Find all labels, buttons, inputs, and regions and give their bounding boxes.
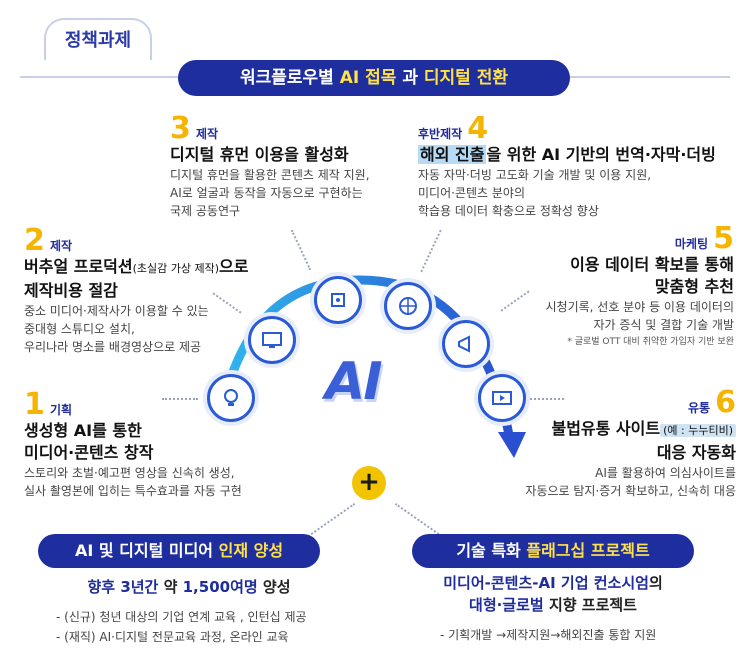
item-2-title-1a: 버추얼 프로덕션 xyxy=(24,257,133,276)
item-4-category: 후반제작 xyxy=(418,127,463,141)
item-6-desc-2: 자동으로 탐지·증거 확보하고, 신속히 대응 xyxy=(525,484,736,498)
monitor-icon xyxy=(248,316,296,364)
item-6-title-2: 대응 자동화 xyxy=(656,443,736,462)
item-4-desc-3: 학습용 데이터 확충으로 정확성 향상 xyxy=(418,204,599,218)
item-5-note: * 글로벌 OTT 대비 취약한 가입자 기반 보완 xyxy=(567,337,734,347)
item-2-desc-2: 중대형 스튜디오 설치, xyxy=(24,322,135,336)
item-3-title: 디지털 휴먼 이용을 활성화 xyxy=(170,145,349,164)
item-5-category: 마케팅 xyxy=(674,237,709,251)
item-5-desc-2: 자가 증식 및 결합 기술 개발 xyxy=(593,318,734,332)
flagship-sub-1-post: 의 xyxy=(648,574,663,592)
plus-connector-left xyxy=(304,502,356,540)
center-ai-label: AI xyxy=(325,352,383,412)
item-4-desc-1: 자동 자막·더빙 고도화 기술 개발 및 이용 지원, xyxy=(418,168,652,182)
item-6-title-1b: (예 : 누누티비) xyxy=(660,424,736,437)
talent-sub-hl1: 향후 3년간 xyxy=(87,578,159,596)
item-4-number: 4 xyxy=(467,111,489,146)
item-5-title-1: 이용 데이터 확보를 통해 xyxy=(570,255,734,274)
talent-sub-hl2: 1,500여명 xyxy=(182,578,258,596)
banner-pre: 워크플로우별 xyxy=(239,68,340,88)
flagship-pill-pre: 기술 특화 xyxy=(456,541,527,560)
item-6-title-1a: 불법유통 사이트 xyxy=(551,419,661,438)
flagship-pill: 기술 특화 플래그십 프로젝트 xyxy=(412,534,694,568)
talent-line-2: - (재직) AI·디지털 전문교육 과정, 온라인 교육 xyxy=(56,630,289,644)
banner-mid: 과 xyxy=(396,68,424,88)
item-3-desc-2: AI로 얼굴과 동작을 자동으로 구현하는 xyxy=(170,186,363,200)
item-6-number: 6 xyxy=(715,385,736,420)
plus-icon: + xyxy=(352,466,386,500)
talent-subtitle: 향후 3년간 약 1,500여명 양성 xyxy=(54,576,324,597)
item-3: 3 제작 디지털 휴먼 이용을 활성화 디지털 휴먼을 활용한 콘텐츠 제작 지… xyxy=(170,114,410,220)
item-5-desc-1: 시청기록, 선호 분야 등 이용 데이터의 xyxy=(545,300,735,314)
item-2: 2 제작 버추얼 프로덕션(초실감 가상 제작)으로 제작비용 절감 중소 미디… xyxy=(24,226,294,356)
item-1-title-2: 미디어·콘텐츠 창작 xyxy=(24,443,154,462)
item-2-category: 제작 xyxy=(49,239,73,253)
item-2-title-1c: 으로 xyxy=(219,257,249,276)
banner-hl1: AI 접목 xyxy=(339,68,397,88)
item-6-desc-1: AI를 활용하여 의심사이트를 xyxy=(595,466,736,480)
flagship-sub-2-post: 지향 프로젝트 xyxy=(543,596,637,614)
talent-sub-mid: 약 xyxy=(158,578,183,596)
megaphone-icon xyxy=(442,320,490,368)
chip-icon xyxy=(314,276,362,324)
item-4-title-rest: 을 위한 AI 기반의 번역·자막·더빙 xyxy=(486,145,716,164)
item-3-desc-1: 디지털 휴먼을 활용한 콘텐츠 제작 지원, xyxy=(170,168,370,182)
flagship-sub-2: 대형·글로벌 지향 프로젝트 xyxy=(412,594,694,615)
flagship-sub-1: 미디어-콘텐츠-AI 기업 컨소시엄의 xyxy=(412,572,694,593)
item-1-desc-1: 스토리와 초벌·예고편 영상을 신속히 생성, xyxy=(24,466,235,480)
item-3-category: 제작 xyxy=(195,127,219,141)
item-1-category: 기획 xyxy=(49,403,73,417)
talent-pill-pre: AI 및 디지털 미디어 xyxy=(74,541,219,560)
arc-arrowhead xyxy=(498,432,526,458)
item-6-category: 유통 xyxy=(687,401,711,415)
idea-icon xyxy=(207,374,255,422)
flagship-line: - 기획개발 →제작지원→해외진출 통합 지원 xyxy=(440,628,657,642)
item-1: 1 기획 생성형 AI를 통한 미디어·콘텐츠 창작 스토리와 초벌·예고편 영… xyxy=(24,390,294,500)
main-banner: 워크플로우별 AI 접목 과 디지털 전환 xyxy=(178,60,570,96)
flagship-sub-2-hl: 대형·글로벌 xyxy=(469,596,544,614)
talent-pill: AI 및 디지털 미디어 인재 양성 xyxy=(38,534,320,568)
talent-line-1: - (신규) 청년 대상의 기업 연계 교육 , 인턴십 제공 xyxy=(56,610,307,624)
item-5-number: 5 xyxy=(713,221,734,256)
item-1-title-1: 생성형 AI를 통한 xyxy=(24,421,142,440)
banner-hl2: 디지털 전환 xyxy=(423,68,509,88)
flagship-sub-1-pre: 미디어-콘텐츠-AI 기업 컨소시엄 xyxy=(443,574,649,592)
talent-sub-post: 양성 xyxy=(257,578,291,596)
connector-1 xyxy=(162,398,198,400)
item-2-number: 2 xyxy=(24,223,45,258)
item-2-title-1: 버추얼 프로덕션(초실감 가상 제작)으로 xyxy=(24,256,294,280)
item-3-number: 3 xyxy=(170,111,191,146)
item-6: 유통 6 불법유통 사이트(예 : 누누티비) 대응 자동화 AI를 활용하여 … xyxy=(440,388,736,500)
item-2-title-1b: (초실감 가상 제작) xyxy=(132,262,220,275)
flagship-pill-hl: 플래그십 프로젝트 xyxy=(526,541,650,560)
item-2-title-2: 제작비용 절감 xyxy=(24,281,118,300)
item-6-title-1: 불법유통 사이트(예 : 누누티비) xyxy=(440,418,736,442)
item-4-desc-2: 미디어·콘텐츠 분야의 xyxy=(418,186,525,200)
connector-6 xyxy=(530,398,564,400)
item-5: 마케팅 5 이용 데이터 확보를 통해 맞춤형 추천 시청기록, 선호 분야 등… xyxy=(470,221,735,348)
item-4-title-hl: 해외 진출 xyxy=(418,145,487,164)
globe-icon xyxy=(384,282,432,330)
section-tag: 정책과제 xyxy=(44,18,152,60)
item-1-desc-2: 실사 촬영본에 입히는 특수효과를 자동 구현 xyxy=(24,484,242,498)
item-2-desc-3: 우리나라 명소를 배경영상으로 제공 xyxy=(24,340,202,354)
item-5-title-2: 맞춤형 추천 xyxy=(654,277,734,296)
talent-pill-hl: 인재 양성 xyxy=(218,541,284,560)
item-3-desc-3: 국제 공동연구 xyxy=(170,204,241,218)
video-player-icon xyxy=(478,374,526,422)
item-1-number: 1 xyxy=(24,387,45,422)
item-2-desc-1: 중소 미디어·제작사가 이용할 수 있는 xyxy=(24,304,209,318)
